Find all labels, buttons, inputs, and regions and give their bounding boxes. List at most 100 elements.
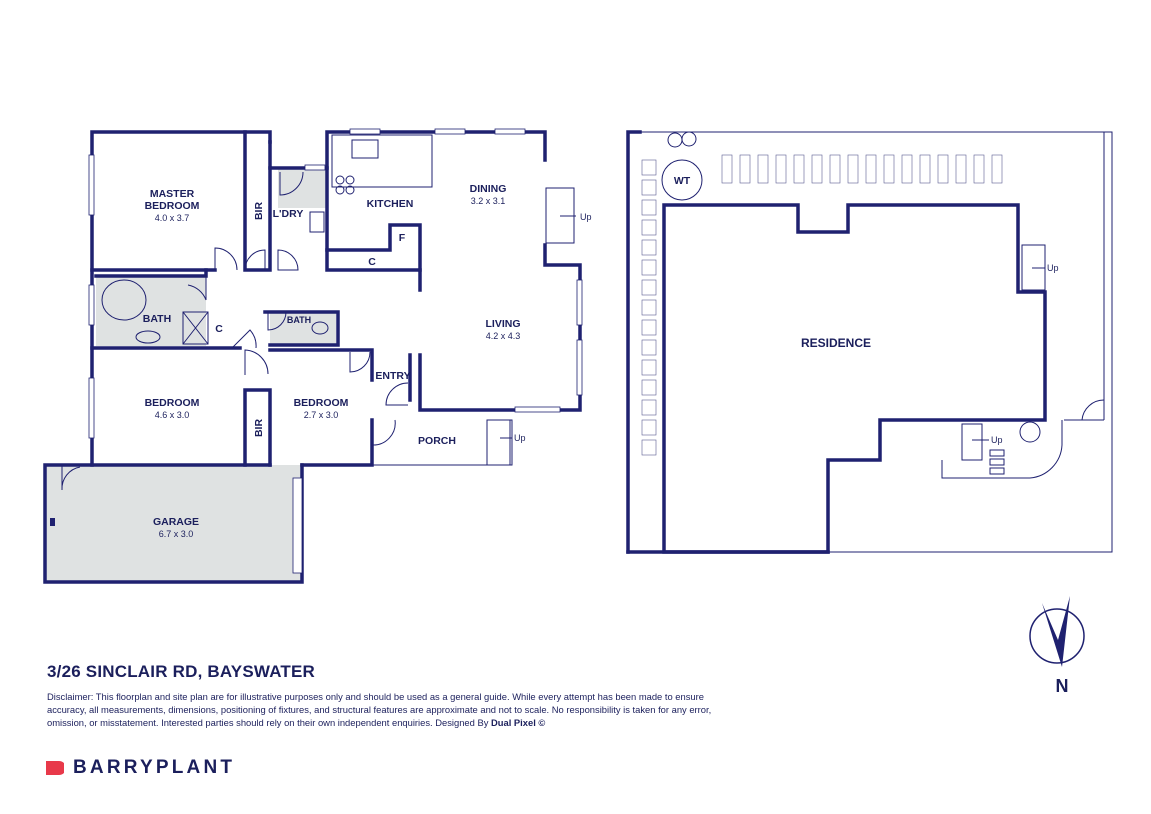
paver: [919, 154, 931, 184]
cooktop-ring-2: [345, 175, 355, 185]
bedroom-2-size: 2.7 x 3.0: [304, 410, 339, 420]
master-bedroom-label-1: MASTER: [150, 188, 195, 200]
window-master-west: [88, 154, 95, 216]
door-laundry: [277, 249, 299, 271]
bath-label: BATH: [143, 313, 171, 325]
bedroom-2-label: BEDROOM: [294, 397, 349, 409]
living-label: LIVING: [485, 318, 520, 330]
window-north-3: [494, 128, 526, 135]
paver: [641, 239, 657, 256]
exterior-wall-west: [43, 130, 304, 584]
paver: [641, 159, 657, 176]
garage-label: GARAGE: [153, 516, 199, 528]
paver: [641, 199, 657, 216]
paver: [937, 154, 949, 184]
small-bath-floor: [270, 312, 336, 344]
property-address: 3/26 SINCLAIR RD, BAYSWATER: [47, 662, 316, 681]
bedroom-1-size: 4.6 x 3.0: [155, 410, 190, 420]
small-bath-label: BATH: [287, 315, 311, 325]
bir-top-label: BIR: [253, 202, 265, 221]
compass-needle: [1042, 596, 1070, 667]
window-laundry: [304, 164, 326, 171]
step-1: [989, 449, 1005, 457]
paver: [641, 399, 657, 416]
water-tank-label: WT: [674, 175, 691, 187]
paver: [641, 259, 657, 276]
paver: [901, 154, 913, 184]
cooktop-ring-3: [335, 185, 345, 195]
paver: [955, 154, 967, 184]
window-bath-west: [88, 284, 95, 326]
site-right-up-label: Up: [1047, 263, 1059, 273]
brand-logo: BARRYPLANT: [46, 757, 236, 778]
paver: [883, 154, 895, 184]
exterior-wall-east: [418, 243, 582, 412]
porch-label: PORCH: [418, 435, 456, 447]
master-bedroom-size: 4.0 x 3.7: [155, 213, 190, 223]
exterior-wall-north: [268, 130, 547, 170]
site-bottom-up-label: Up: [991, 435, 1003, 445]
wall-bir-top: [243, 130, 272, 272]
shower: [182, 311, 209, 345]
cooktop-ring-4: [345, 185, 355, 195]
toilet: [311, 321, 329, 335]
spa-bath: [101, 279, 147, 321]
kitchen-bench: [331, 134, 433, 188]
paver: [847, 154, 859, 184]
floorplan: MASTER BEDROOM 4.0 x 3.7 BIR L'DRY KITCH…: [43, 128, 592, 584]
kitchen-sink: [351, 139, 379, 159]
brand-name: BARRYPLANT: [73, 757, 236, 778]
bedroom-1-label: BEDROOM: [145, 397, 200, 409]
wall-bed2: [268, 348, 374, 382]
paving-west: [641, 159, 657, 456]
paver: [973, 154, 985, 184]
disclaimer-text: Disclaimer: This floorplan and site plan…: [47, 691, 712, 728]
paver: [641, 339, 657, 356]
site-stairs-bottom: [961, 423, 983, 461]
laundry-floor: [278, 168, 326, 208]
paver: [721, 154, 733, 184]
laundry-label: L'DRY: [273, 208, 304, 220]
compass-ring: [1029, 608, 1085, 664]
entry-label: ENTRY: [375, 370, 410, 382]
paving-north: [721, 154, 1003, 184]
window-garage-east: [292, 477, 303, 574]
paver: [739, 154, 751, 184]
dining-label: DINING: [470, 183, 507, 195]
porch-stairs: [486, 419, 513, 466]
door-porch: [371, 419, 396, 446]
window-living-south: [514, 406, 561, 413]
paver: [991, 154, 1003, 184]
compass-label: N: [1056, 676, 1069, 696]
paver: [641, 299, 657, 316]
paver: [641, 359, 657, 376]
step-2: [989, 458, 1005, 466]
shower-cross: [182, 311, 209, 345]
window-north-1: [349, 128, 381, 135]
door-master: [214, 247, 238, 271]
paver: [641, 379, 657, 396]
site-path: [941, 420, 1063, 479]
paver: [641, 419, 657, 436]
bath-floor: [96, 276, 206, 346]
shrub-1: [667, 132, 683, 148]
paver: [865, 154, 877, 184]
living-size: 4.2 x 4.3: [486, 331, 521, 341]
door-cupboard: [231, 329, 257, 349]
garage-floor: [45, 465, 302, 582]
wall-bir-bottom: [243, 388, 272, 467]
residence-label: RESIDENCE: [801, 336, 871, 350]
fridge-label: F: [399, 232, 406, 244]
bath-basin: [135, 330, 161, 344]
cooktop-ring-1: [335, 175, 345, 185]
wall-kitchen: [325, 223, 422, 272]
exterior-wall-south: [300, 418, 374, 467]
garage-wall-marker: [50, 518, 55, 526]
paver: [757, 154, 769, 184]
paver: [829, 154, 841, 184]
wall-hall: [94, 268, 208, 278]
brand-mark-icon: [46, 761, 64, 775]
door-smallbath: [267, 311, 287, 331]
wall-smallbath: [263, 310, 340, 347]
